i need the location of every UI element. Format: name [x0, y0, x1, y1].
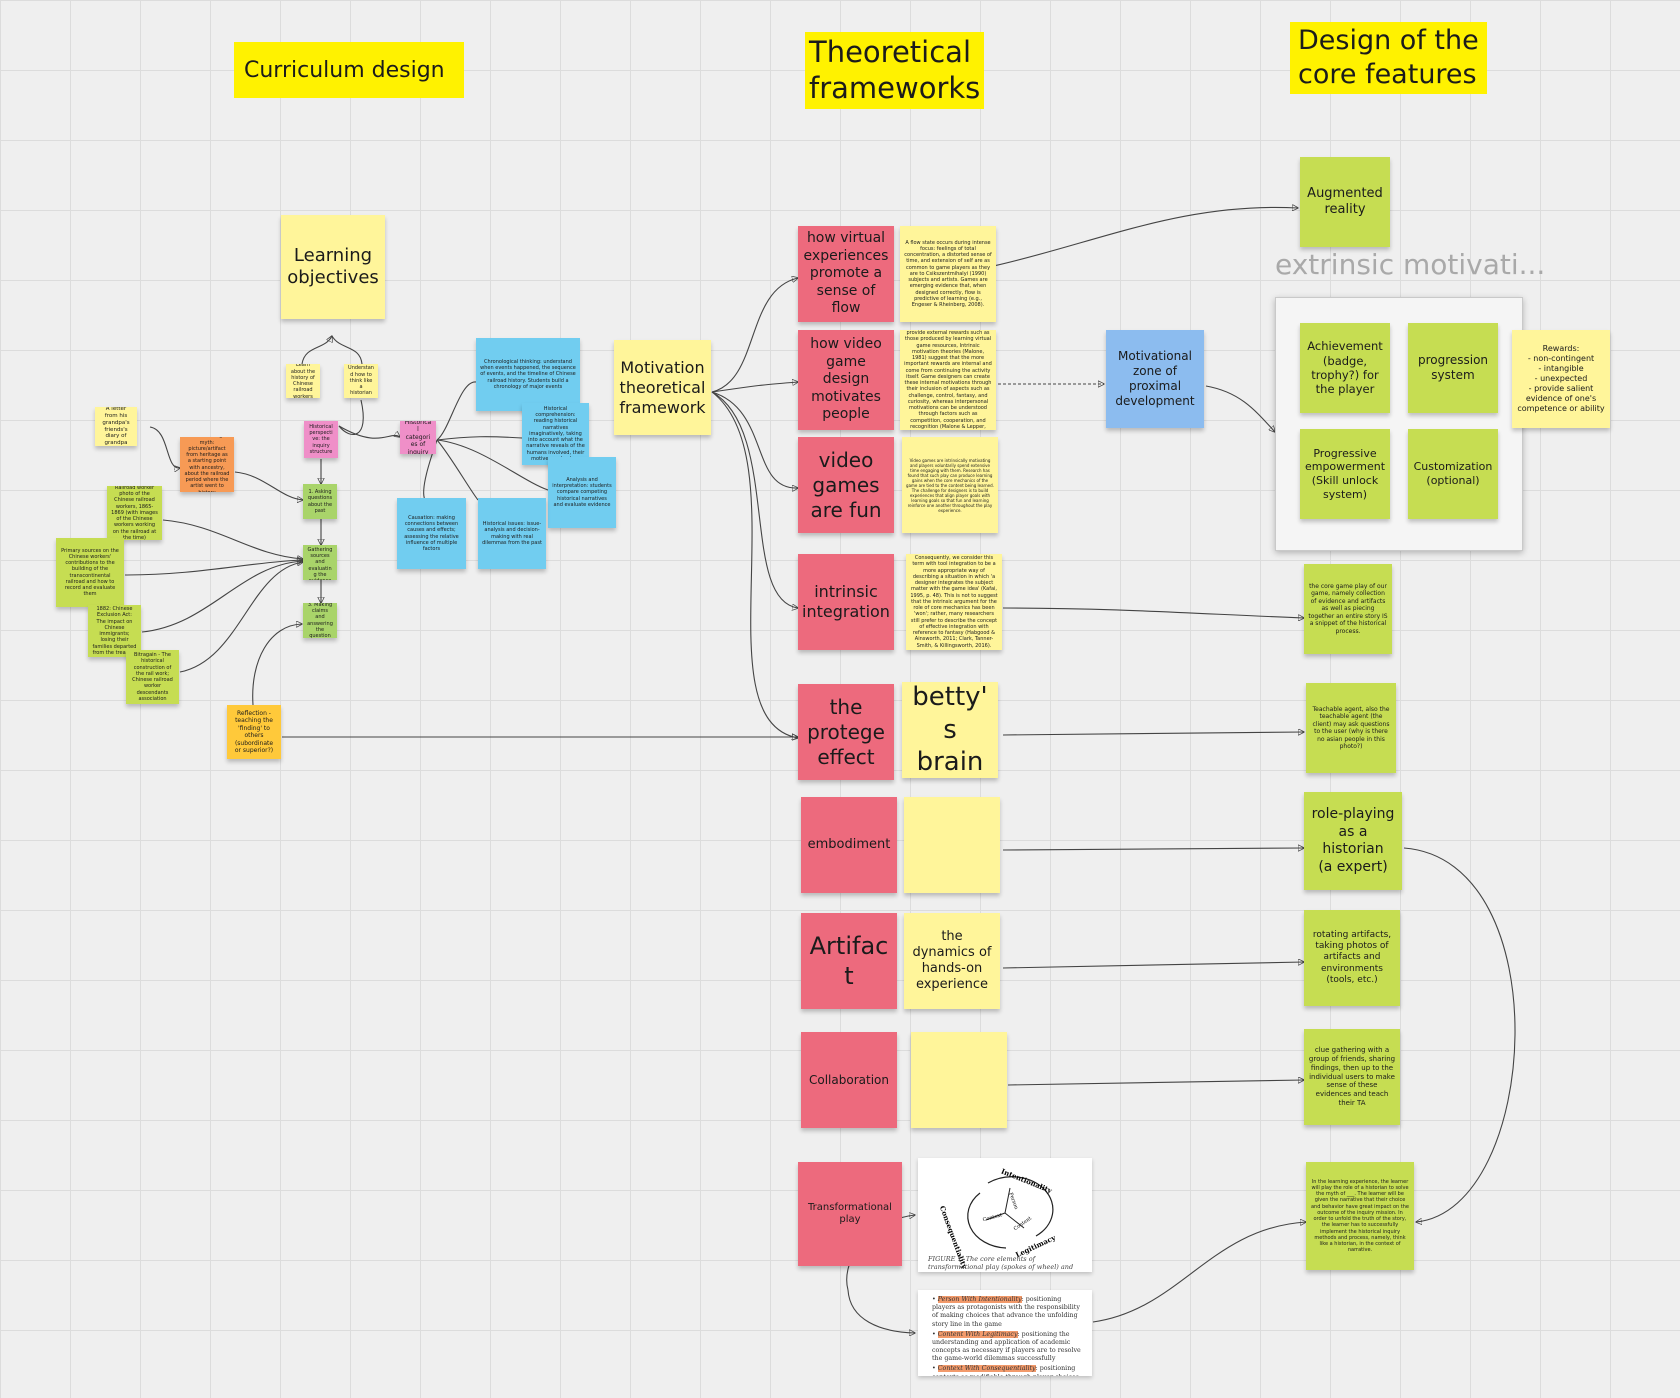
connector	[1002, 607, 1304, 618]
connector	[711, 278, 798, 393]
connector	[252, 624, 302, 706]
connector	[1403, 847, 1516, 1222]
connector	[124, 560, 303, 576]
fig-label-intentionality: Intentionality	[1000, 1167, 1054, 1196]
connector	[141, 561, 303, 633]
note-collaboration[interactable]: Collaboration	[801, 1032, 897, 1128]
connector	[162, 519, 303, 559]
note-flow-text[interactable]: A flow state occurs during intense focus…	[900, 226, 996, 322]
note-step-asking[interactable]: 1. Asking questions about the past	[303, 484, 337, 519]
note-customization[interactable]: Customization (optional)	[1408, 429, 1498, 519]
connector	[1002, 848, 1304, 850]
connector	[1092, 1222, 1306, 1323]
fig-label-content: Content	[1013, 1216, 1033, 1233]
note-learning-experience[interactable]: In the learning experience, the learner …	[1306, 1162, 1414, 1270]
figure-caption: FIGURE 1. The core elements of transform…	[928, 1255, 1074, 1272]
connector	[331, 335, 363, 365]
note-causation[interactable]: Causation: making connections between ca…	[397, 498, 466, 569]
title-curriculum-design: Curriculum design	[234, 42, 464, 98]
note-embodiment[interactable]: embodiment	[801, 797, 897, 893]
bullet-context: • Context With Consequentiality: positio…	[932, 1365, 1081, 1376]
note-objective-historian[interactable]: Understand how to think like a historian	[344, 364, 378, 398]
note-step-gathering[interactable]: 2. Gathering sources and evaluating the …	[303, 545, 337, 580]
note-rewards[interactable]: Rewards: - non-contingent - intangible -…	[1512, 330, 1610, 428]
note-bitragain[interactable]: Bitragain - The historical construction …	[126, 650, 179, 704]
note-historical-comprehension[interactable]: Historical comprehension: reading histor…	[522, 403, 589, 465]
note-chronological-thinking[interactable]: Chronological thinking: understand when …	[476, 338, 580, 411]
bullet-person: • Person With Intentionality: positionin…	[932, 1296, 1080, 1328]
note-historical-issues[interactable]: Historical issues: issue-analysis and de…	[478, 498, 546, 569]
note-researching-myth[interactable]: Researching myth: picture/artifact from …	[180, 437, 234, 492]
note-motivation-framework[interactable]: Motivation theoretical framework	[614, 340, 711, 435]
note-source-primary[interactable]: Primary sources on the Chinese workers' …	[56, 538, 124, 607]
note-design-text[interactable]: Although modern video games can provide …	[900, 330, 996, 430]
title-core-features: Design of the core features	[1290, 22, 1487, 94]
note-game-design-motivates[interactable]: how video game design motivates people	[798, 330, 894, 430]
note-learning-objectives[interactable]: Learning objectives	[281, 215, 385, 319]
note-hands-on[interactable]: the dynamics of hands-on experience	[904, 913, 1000, 1009]
note-teachable-agent[interactable]: Teachable agent, also the teachable agen…	[1306, 683, 1396, 773]
note-objective-history[interactable]: Learn about the history of Chinese railr…	[286, 364, 320, 398]
bullet-content: • Content With Legitimacy: positioning t…	[932, 1330, 1081, 1363]
connector	[1002, 732, 1304, 736]
title-theoretical-frameworks: Theoretical frameworks	[805, 32, 985, 109]
note-letter[interactable]: A letter from his grandpa's friends's di…	[95, 407, 137, 446]
note-rotating-artifacts[interactable]: rotating artifacts, taking photos of art…	[1304, 910, 1400, 1006]
note-motivational-zpd[interactable]: Motivational zone of proximal developmen…	[1106, 330, 1204, 428]
note-progressive-empowerment[interactable]: Progressive empowerment (Skill unlock sy…	[1300, 429, 1390, 519]
connector	[1007, 1080, 1304, 1086]
connector	[1002, 962, 1304, 969]
note-step-claims[interactable]: 3. Making claims and answering the quest…	[303, 603, 337, 638]
frame-extrinsic-motivation-title: extrinsic motivati...	[1275, 248, 1546, 281]
note-analysis-interpretation[interactable]: Analysis and interpretation: students co…	[548, 457, 616, 528]
connector	[234, 471, 303, 500]
connector	[436, 439, 479, 501]
note-intrinsic-integration[interactable]: intrinsic integration	[798, 554, 894, 650]
note-source-photo[interactable]: Railroad worker photo of the Chinese rai…	[107, 486, 162, 540]
connector	[436, 436, 523, 441]
connector	[711, 382, 798, 393]
note-clue-gathering[interactable]: clue gathering with a group of friends, …	[1304, 1029, 1400, 1125]
connector	[847, 1289, 915, 1333]
connector	[179, 562, 303, 673]
note-embodiment-blank[interactable]	[904, 797, 1000, 893]
note-reflection[interactable]: Reflection - teaching the 'finding' to o…	[227, 705, 281, 759]
fig-label-person: Person	[1007, 1192, 1019, 1211]
connector	[711, 391, 798, 738]
note-protege-effect[interactable]: the protege effect	[798, 684, 894, 780]
note-core-gameplay[interactable]: the core game play of our game, namely c…	[1304, 564, 1392, 654]
connector	[338, 399, 364, 435]
note-sense-of-flow[interactable]: how virtual experiences promote a sense …	[798, 226, 894, 322]
connector	[301, 336, 332, 365]
note-role-playing-historian[interactable]: role-playing as a historian (a expert)	[1304, 792, 1402, 890]
connector	[1205, 385, 1275, 432]
note-historical-categories[interactable]: Historical categories of inquiry	[400, 421, 436, 454]
play-wheel-diagram: Intentionality Consequentiality Legitima…	[938, 1167, 1058, 1271]
note-augmented-reality[interactable]: Augmented reality	[1300, 157, 1390, 247]
note-games-are-fun[interactable]: video games are fun	[798, 437, 894, 533]
note-transformational-play[interactable]: Transformational play	[798, 1162, 902, 1266]
note-collaboration-blank[interactable]	[911, 1032, 1007, 1128]
connector	[338, 425, 400, 439]
note-historical-perspective[interactable]: Historical perspective: the inquiry stru…	[304, 421, 338, 458]
fig-label-context: Context	[982, 1212, 1003, 1223]
note-achievement[interactable]: Achievement (badge, trophy?) for the pla…	[1300, 323, 1390, 413]
connector	[711, 391, 798, 488]
transformational-play-bullets: • Person With Intentionality: positionin…	[918, 1290, 1092, 1376]
note-intrinsic-text[interactable]: Consequently, we consider this term with…	[906, 554, 1002, 650]
note-progression-system[interactable]: progression system	[1408, 323, 1498, 413]
note-artifact[interactable]: Artifact	[801, 913, 897, 1009]
transformational-play-figure: Intentionality Consequentiality Legitima…	[918, 1158, 1092, 1272]
note-bettys-brain[interactable]: betty's brain	[902, 682, 998, 778]
connector	[149, 426, 180, 468]
connector	[711, 391, 798, 608]
note-fun-text[interactable]: Video games are intrinsically motivating…	[902, 437, 998, 533]
connector	[436, 381, 477, 441]
